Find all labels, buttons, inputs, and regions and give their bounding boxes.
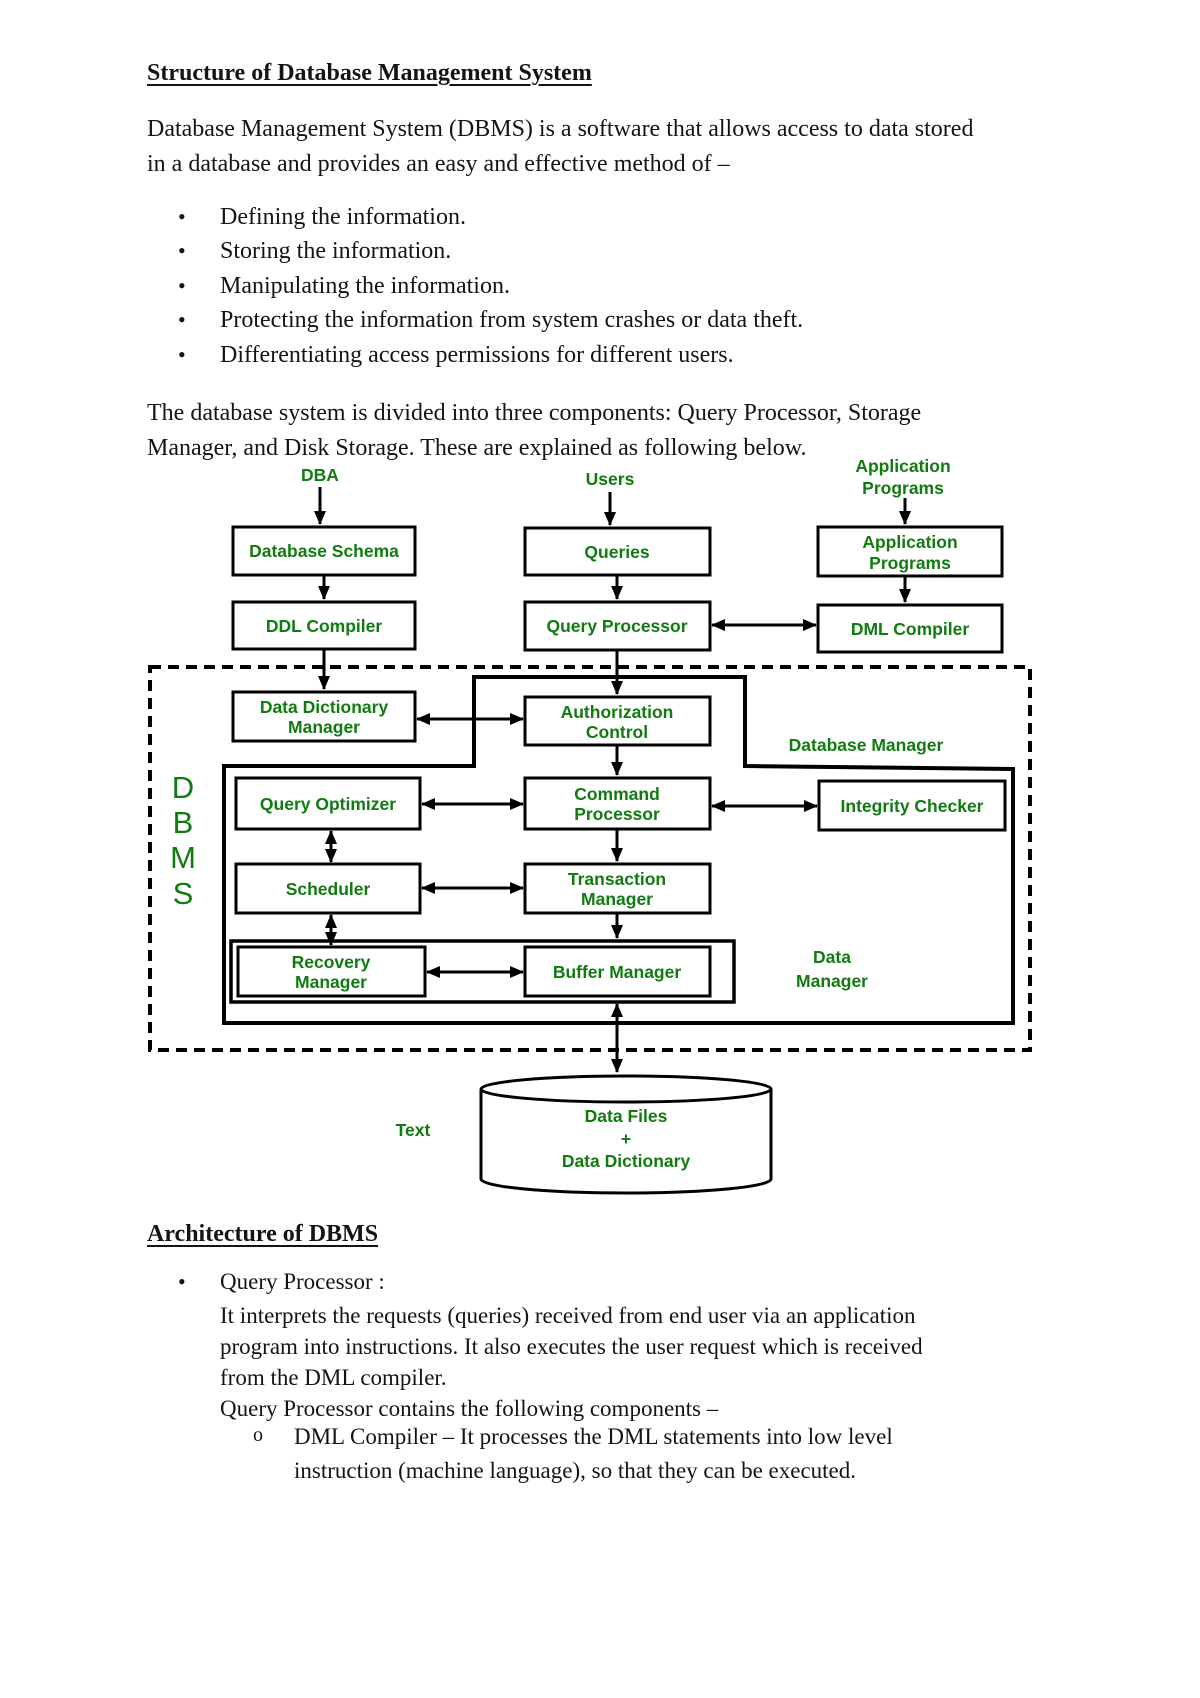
page-title: Structure of Database Management System bbox=[147, 60, 592, 86]
data-dictionary-manager-label: Manager bbox=[288, 717, 360, 737]
data-dictionary-label: Data Dictionary bbox=[562, 1151, 691, 1171]
command-processor-label: Command bbox=[574, 784, 660, 804]
bullet-item: • Storing the information. bbox=[178, 238, 451, 265]
authorization-control-label: Control bbox=[586, 722, 648, 742]
bullet-text: Defining the information. bbox=[220, 204, 466, 230]
application-programs-label: Programs bbox=[862, 478, 944, 498]
recovery-manager-label: Manager bbox=[295, 972, 367, 992]
database-schema-box bbox=[231, 525, 417, 577]
integrity-checker-box bbox=[817, 779, 1007, 832]
recovery-manager-box bbox=[236, 945, 427, 998]
ddl-compiler-label: DDL Compiler bbox=[266, 616, 383, 636]
bullet-marker: • bbox=[178, 204, 186, 229]
scheduler-box bbox=[234, 862, 422, 915]
bullet-item: • Differentiating access permissions for… bbox=[178, 342, 734, 369]
dbms-letter-m: M bbox=[170, 840, 196, 875]
query-optimizer-label: Query Optimizer bbox=[260, 794, 396, 814]
transaction-manager-label: Transaction bbox=[568, 869, 666, 889]
dml-compiler-label: DML Compiler bbox=[851, 619, 969, 639]
intro-line-1: Database Management System (DBMS) is a s… bbox=[147, 116, 974, 142]
bullet-item: • Defining the information. bbox=[178, 204, 466, 231]
dbms-letter-d: D bbox=[172, 770, 194, 805]
intro-line-2: in a database and provides an easy and e… bbox=[147, 151, 730, 177]
bullet-marker: • bbox=[178, 238, 186, 263]
body-line: It interprets the requests (queries) rec… bbox=[220, 1303, 916, 1328]
data-files-label: Data Files bbox=[585, 1106, 668, 1126]
plus-label: + bbox=[621, 1129, 631, 1149]
command-processor-box bbox=[523, 776, 712, 831]
data-dictionary-manager-label: Data Dictionary bbox=[260, 697, 389, 717]
dbms-boundary-dashed bbox=[148, 665, 1032, 1052]
dbms-letter-s: S bbox=[173, 876, 194, 911]
queries-box bbox=[523, 526, 712, 577]
database-manager-label: Database Manager bbox=[789, 735, 944, 755]
sub-bullet-marker: o bbox=[253, 1424, 263, 1446]
dml-compiler-box bbox=[816, 603, 1004, 654]
bullet-marker: • bbox=[178, 273, 186, 298]
ddl-compiler-box bbox=[231, 600, 417, 651]
sub-bullet-item: o DML Compiler – It processes the DML st… bbox=[253, 1424, 893, 1450]
data-dictionary-manager-box bbox=[231, 690, 417, 743]
sub-bullet-line: instruction (machine language), so that … bbox=[294, 1458, 857, 1483]
data-manager-box bbox=[229, 939, 736, 1004]
buffer-manager-box bbox=[523, 945, 712, 998]
buffer-manager-label: Buffer Manager bbox=[553, 962, 682, 982]
dba-label: DBA bbox=[301, 465, 339, 485]
authorization-control-label: Authorization bbox=[561, 702, 674, 722]
bullet-item: • Manipulating the information. bbox=[178, 273, 510, 300]
disk-storage-cylinder-icon bbox=[479, 1074, 773, 1195]
bullet-text: Storing the information. bbox=[220, 238, 452, 264]
body-line: program into instructions. It also execu… bbox=[220, 1334, 923, 1359]
application-programs-box bbox=[816, 525, 1004, 578]
command-processor-label: Processor bbox=[574, 804, 660, 824]
bullet-text: Manipulating the information. bbox=[220, 273, 510, 299]
para2-line-2: Manager, and Disk Storage. These are exp… bbox=[147, 435, 807, 461]
data-manager-label: Manager bbox=[796, 971, 868, 991]
users-label: Users bbox=[586, 469, 635, 489]
application-programs-box-label: Programs bbox=[869, 553, 951, 573]
scheduler-label: Scheduler bbox=[286, 879, 371, 899]
data-manager-label: Data bbox=[813, 947, 851, 967]
bullet-text: Query Processor : bbox=[220, 1269, 385, 1294]
transaction-manager-label: Manager bbox=[581, 889, 653, 909]
body-line: from the DML compiler. bbox=[220, 1365, 447, 1390]
database-schema-label: Database Schema bbox=[249, 541, 399, 561]
bullet-item: • Protecting the information from system… bbox=[178, 307, 803, 334]
authorization-control-box bbox=[523, 695, 712, 747]
queries-label: Queries bbox=[584, 542, 649, 562]
application-programs-box-label: Application bbox=[862, 532, 957, 552]
body-line: Query Processor contains the following c… bbox=[220, 1396, 719, 1421]
bullet-text: Protecting the information from system c… bbox=[220, 307, 804, 333]
query-optimizer-box bbox=[234, 776, 422, 831]
application-programs-label: Application bbox=[855, 456, 950, 476]
query-processor-label: Query Processor bbox=[546, 616, 687, 636]
database-manager-outline bbox=[222, 675, 1015, 1025]
query-processor-box bbox=[523, 600, 712, 652]
para2-line-1: The database system is divided into thre… bbox=[147, 400, 922, 426]
section-heading: Architecture of DBMS bbox=[147, 1221, 379, 1247]
sub-bullet-text: DML Compiler – It processes the DML stat… bbox=[294, 1424, 893, 1449]
bullet-text: Differentiating access permissions for d… bbox=[220, 342, 734, 368]
text-label: Text bbox=[396, 1120, 431, 1140]
bullet-marker: • bbox=[178, 1269, 186, 1294]
bullet-marker: • bbox=[178, 307, 186, 332]
dbms-letter-b: B bbox=[173, 805, 194, 840]
bullet-item: • Query Processor : bbox=[178, 1269, 385, 1295]
integrity-checker-label: Integrity Checker bbox=[841, 796, 984, 816]
recovery-manager-label: Recovery bbox=[292, 952, 371, 972]
dbms-structure-diagram: Database Schema Queries Application Prog… bbox=[148, 456, 1032, 1195]
bullet-marker: • bbox=[178, 342, 186, 367]
transaction-manager-box bbox=[523, 862, 712, 915]
